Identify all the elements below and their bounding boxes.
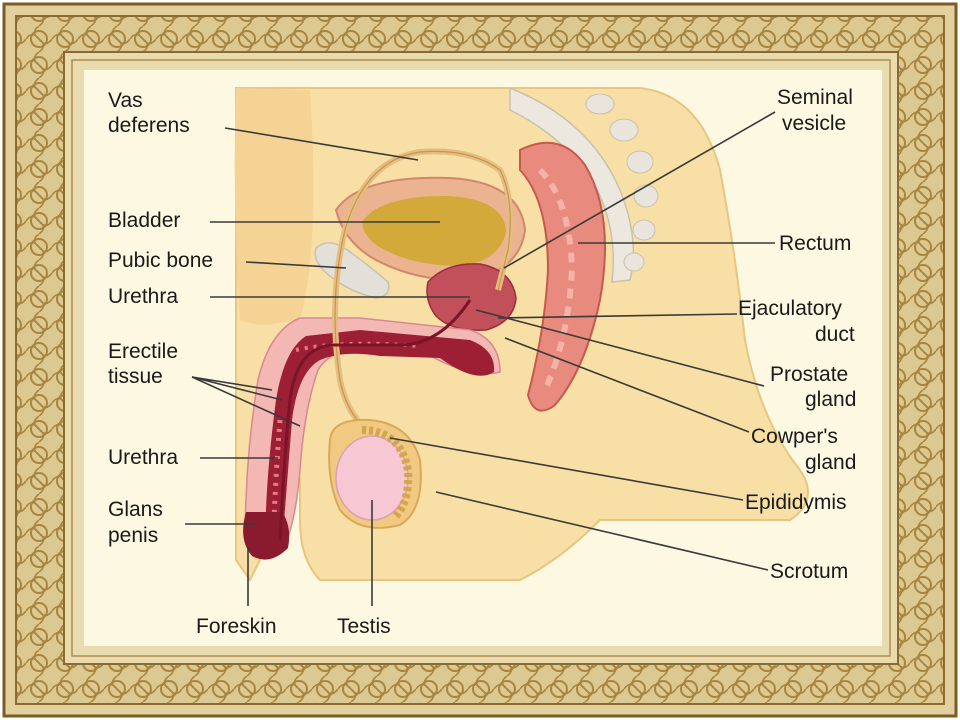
label-prostate-gland-line1: Prostate [770,363,848,386]
bladder [334,176,527,282]
leader-seminal-vesicle [503,111,776,269]
label-urethra-upper: Urethra [108,285,178,308]
label-vas-deferens-line1: Vas [108,89,143,112]
anatomy-illustration [234,86,809,582]
label-seminal-vesicle-line1: Seminal [777,86,853,109]
leader-ejaculatory-duct [497,313,738,319]
urethra-tube [278,299,472,541]
label-glans-penis-line2: penis [108,524,158,547]
label-cowpers-gland-line2: gland [805,451,856,474]
label-cowpers-gland-line1: Cowper's [751,425,838,448]
leader-scrotum [435,491,769,571]
label-prostate-gland-line2: gland [805,388,856,411]
label-rectum: Rectum [779,232,851,255]
label-ejaculatory-duct-line2: duct [815,323,855,346]
label-erectile-tissue-line1: Erectile [108,340,178,363]
label-ejaculatory-duct-line1: Ejaculatory [738,297,842,320]
label-pubic-bone: Pubic bone [108,249,213,272]
leader-vas-deferens [224,127,419,161]
rectum [519,141,606,412]
label-seminal-vesicle-line2: vesicle [782,112,846,135]
label-testis: Testis [337,615,391,638]
scrotum [328,418,422,529]
pubic-bone [314,242,390,299]
leader-erectile-tissue [191,376,301,427]
label-urethra-lower: Urethra [108,446,178,469]
leader-pubic-bone [245,261,347,269]
leader-prostate-gland [475,309,765,387]
label-erectile-tissue-line2: tissue [108,365,163,388]
leader-cowpers-gland [504,337,750,433]
abdomen-shade [234,88,314,325]
label-foreskin: Foreskin [196,615,277,638]
label-bladder: Bladder [108,209,180,232]
leader-lines [185,111,776,606]
label-epididymis: Epididymis [745,491,847,514]
label-scrotum: Scrotum [770,560,848,583]
labels: Vas deferens Bladder Pubic bone Urethra … [108,86,856,638]
label-glans-penis-line1: Glans [108,498,163,521]
label-vas-deferens-line2: deferens [108,114,190,137]
leader-epididymis [389,437,744,501]
